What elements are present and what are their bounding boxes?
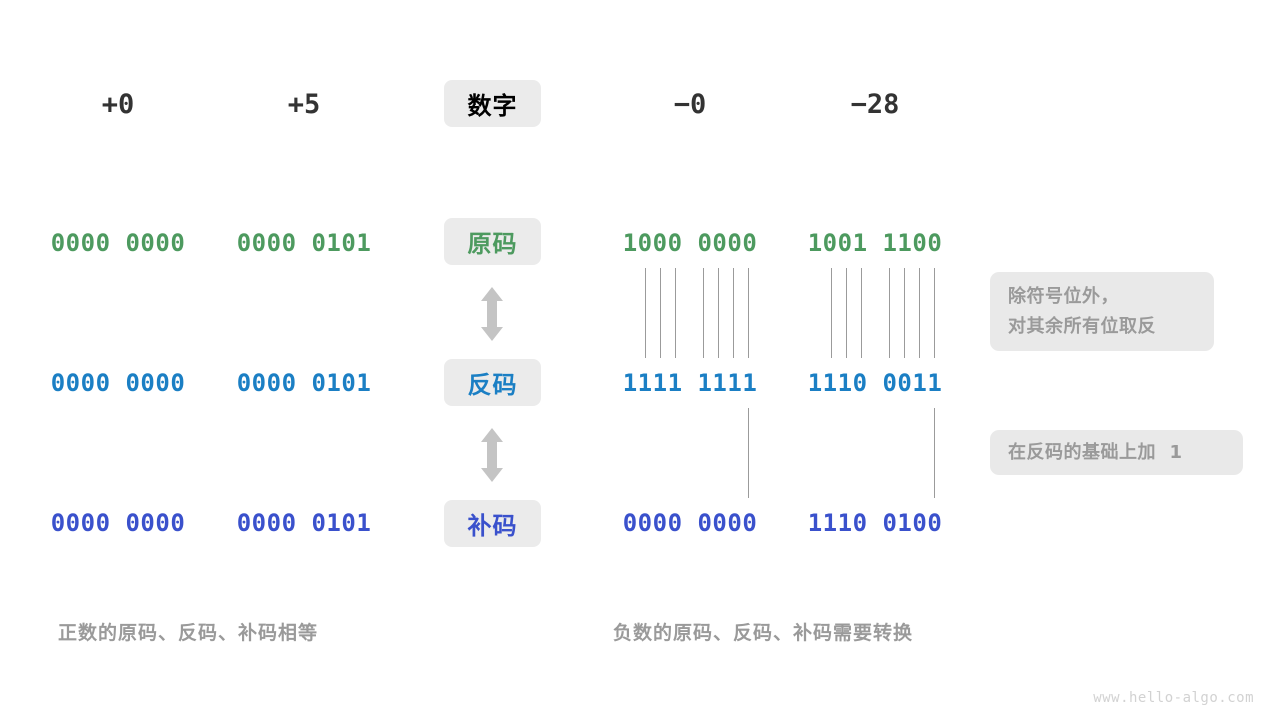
header-plus-five: +5 <box>287 88 321 120</box>
connector-tick <box>703 268 704 358</box>
connector-tick <box>660 268 661 358</box>
cell-ones-complement-plus-five: 0000 0101 <box>236 369 372 397</box>
caption-negative: 负数的原码、反码、补码需要转换 <box>613 622 914 644</box>
connector-tick <box>748 408 749 498</box>
cell-twos-complement-minus-zero: 0000 0000 <box>622 509 758 537</box>
badge-ones-complement-label: 反码 <box>467 371 518 399</box>
connector-tick <box>934 268 935 358</box>
header-minus-28: −28 <box>850 88 900 120</box>
connector-tick <box>919 268 920 358</box>
cell-twos-complement-plus-zero: 0000 0000 <box>50 509 186 537</box>
cell-sign-magnitude-plus-zero: 0000 0000 <box>50 229 186 257</box>
connector-tick <box>904 268 905 358</box>
note-add-one: 在反码的基础上加 1 <box>990 430 1243 475</box>
connector-tick <box>861 268 862 358</box>
connector-tick <box>645 268 646 358</box>
cell-sign-magnitude-minus-zero: 1000 0000 <box>622 229 758 257</box>
badge-number: 数字 <box>444 80 541 127</box>
cell-ones-complement-minus-28: 1110 0011 <box>807 369 943 397</box>
badge-ones-complement: 反码 <box>444 359 541 406</box>
connector-tick <box>889 268 890 358</box>
note-invert-bits: 除符号位外， 对其余所有位取反 <box>990 272 1214 351</box>
connector-tick <box>934 408 935 498</box>
cell-ones-complement-minus-zero: 1111 1111 <box>622 369 758 397</box>
arrow-sign-magnitude-to-ones-complement <box>478 286 506 342</box>
caption-positive: 正数的原码、反码、补码相等 <box>58 622 319 644</box>
connector-tick <box>846 268 847 358</box>
header-minus-zero: −0 <box>673 88 707 120</box>
connector-tick <box>748 268 749 358</box>
badge-twos-complement: 补码 <box>444 500 541 547</box>
badge-sign-magnitude-label: 原码 <box>467 230 518 258</box>
cell-ones-complement-plus-zero: 0000 0000 <box>50 369 186 397</box>
cell-twos-complement-minus-28: 1110 0100 <box>807 509 943 537</box>
note-invert-line-1: 除符号位外， <box>1008 285 1119 307</box>
connector-tick <box>733 268 734 358</box>
cell-sign-magnitude-plus-five: 0000 0101 <box>236 229 372 257</box>
note-add-one-line-1: 在反码的基础上加 1 <box>1008 441 1183 463</box>
connector-tick <box>718 268 719 358</box>
header-plus-zero: +0 <box>101 88 135 120</box>
arrow-ones-complement-to-twos-complement <box>478 427 506 483</box>
badge-number-label: 数字 <box>467 92 518 120</box>
note-invert-line-2: 对其余所有位取反 <box>1008 315 1156 337</box>
connector-tick <box>675 268 676 358</box>
connector-tick <box>831 268 832 358</box>
badge-twos-complement-label: 补码 <box>467 512 518 540</box>
double-arrow-icon <box>481 428 503 482</box>
cell-sign-magnitude-minus-28: 1001 1100 <box>807 229 943 257</box>
badge-sign-magnitude: 原码 <box>444 218 541 265</box>
cell-twos-complement-plus-five: 0000 0101 <box>236 509 372 537</box>
double-arrow-icon <box>481 287 503 341</box>
watermark: www.hello-algo.com <box>1093 690 1254 706</box>
